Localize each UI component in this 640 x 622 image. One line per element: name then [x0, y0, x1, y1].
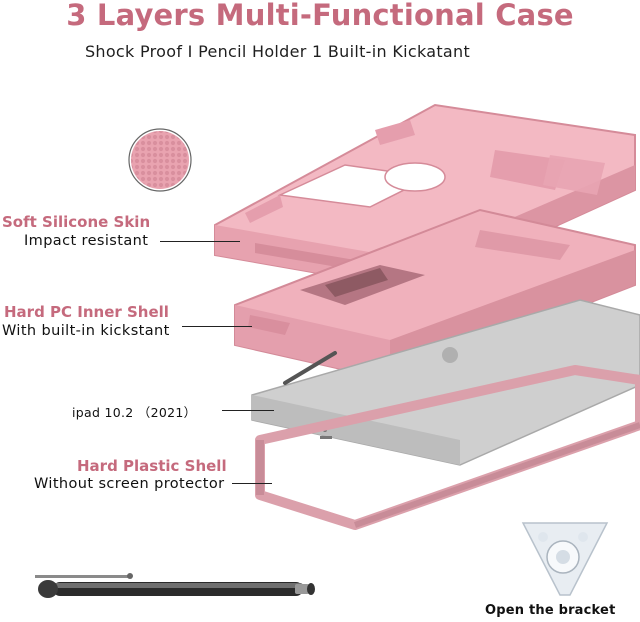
bracket-caption: Open the bracket: [485, 603, 616, 618]
product-subtitle: Shock Proof I Pencil Holder 1 Built-in K…: [84, 42, 471, 61]
layer-1-leader: [160, 241, 240, 243]
layer-2-title: Hard PC Inner Shell: [4, 303, 169, 321]
layer-1-title: Soft Silicone Skin: [2, 213, 151, 231]
product-title: 3 Layers Multi-Functional Case: [66, 0, 574, 32]
layer-4-title: Hard Plastic Shell: [77, 457, 227, 475]
layer-1-subtitle: Impact resistant: [24, 233, 149, 249]
layer-3-leader: [222, 410, 274, 412]
layer-4-leader: [232, 483, 272, 485]
inner-shell-image: [234, 208, 636, 382]
layer-3-subtitle: ipad 10.2 （2021）: [72, 405, 197, 420]
plastic-frame-image: [255, 365, 640, 530]
bracket-image: [521, 522, 609, 596]
layer-2-subtitle: With built-in kickstant: [2, 323, 170, 339]
texture-zoom-circle: [128, 128, 192, 192]
stylus-image: [35, 573, 315, 598]
layer-4-subtitle: Without screen protector: [34, 476, 225, 492]
layer-2-leader: [182, 326, 252, 328]
